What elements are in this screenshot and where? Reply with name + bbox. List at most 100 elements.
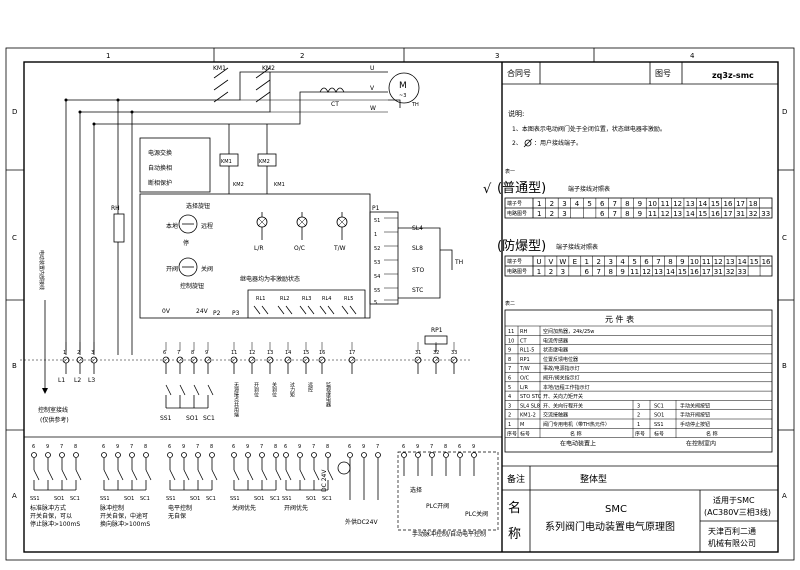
motor-cell: 31 xyxy=(714,268,723,276)
table1-label: 表一 xyxy=(505,168,515,175)
motor-cell: 31 xyxy=(736,210,745,218)
terminal-cell: 8 xyxy=(625,200,629,208)
btn-sc1: SC1 xyxy=(70,496,80,502)
select-label: 选择 xyxy=(410,486,422,494)
motor-cell: 12 xyxy=(661,210,670,218)
h-name-right: 名 称 xyxy=(706,430,718,437)
terminal-icon xyxy=(311,452,317,458)
motor-cell: 15 xyxy=(698,210,707,218)
applies-to-1: 适用于SMC xyxy=(713,495,755,505)
inner-frame xyxy=(23,61,779,553)
motor-3: ~3 xyxy=(399,93,406,99)
comp-no: 2 xyxy=(508,413,511,419)
terminal-icon xyxy=(325,452,331,458)
btn-so1: SO1 xyxy=(54,496,64,502)
sl4-label: SL4 xyxy=(412,225,423,232)
terminal-cell: 1 xyxy=(585,258,589,266)
terminal-cell: 17 xyxy=(736,200,745,208)
terminal-cell: 10 xyxy=(690,258,699,266)
comp-code: RH xyxy=(520,329,527,335)
p1-terminal: 51 xyxy=(374,218,380,224)
relay-output-labels: 无源接点共用端开到位关到位过力矩远控监视继电器 xyxy=(233,381,331,418)
contract-label: 合同号 xyxy=(507,68,531,78)
comp-name-right: 手动关阀按钮 xyxy=(680,402,710,409)
applies-to-2: (AC380V三相3线) xyxy=(704,507,771,517)
v0-label: 0V xyxy=(162,308,171,315)
km1-contacts xyxy=(213,67,229,103)
terminal-icon xyxy=(347,452,353,458)
motor-cell: 3 xyxy=(562,210,566,218)
comp-no-right: 2 xyxy=(637,413,640,419)
bottom-terminal-number: 7 xyxy=(430,444,433,450)
motor-cell: 3 xyxy=(561,268,565,276)
col-num-2: 2 xyxy=(300,52,304,60)
bottom-terminal-number: 9 xyxy=(416,444,419,450)
row-letter-b: B xyxy=(12,362,17,370)
motor-cell: 6 xyxy=(585,268,590,276)
bottom-terminal-number: 6 xyxy=(168,444,171,450)
motor-cell: 14 xyxy=(666,268,675,276)
btn-ss1: SS1 xyxy=(166,496,176,502)
comp-code: L/R xyxy=(520,385,528,391)
row-label-terminal: 端子号 xyxy=(507,200,522,207)
comp-no: 11 xyxy=(508,329,514,335)
ct-label: CT xyxy=(331,101,339,108)
terminal-cell: 14 xyxy=(738,258,747,266)
terminal-cell: E xyxy=(573,258,577,266)
terminal-cell: 8 xyxy=(668,258,672,266)
relay-output-label: 监视继电器 xyxy=(325,381,331,408)
l2-label: L2 xyxy=(74,377,81,384)
bottom-terminal-number: 6 xyxy=(284,444,287,450)
relay-label: RL4 xyxy=(322,296,331,302)
terminal-cell: 16 xyxy=(762,258,771,266)
control-knob-label: 控制旋钮 xyxy=(180,282,204,290)
company-en: SMC xyxy=(605,504,627,515)
terminal-icon xyxy=(73,452,79,458)
terminal-cell: 6 xyxy=(644,258,649,266)
row-label-motor: 电路图号 xyxy=(507,268,527,275)
comp-name: 位置反馈电位器 xyxy=(543,356,578,363)
lamp-oc-label: O/C xyxy=(294,245,305,252)
terminal-icon xyxy=(167,452,173,458)
remark-value: 整体型 xyxy=(580,473,607,485)
lamp-tw-label: T/W xyxy=(333,245,346,252)
note-2-text: ：用户接线端子。 xyxy=(534,139,582,147)
g1-label: 标准脉冲方式 xyxy=(30,504,66,512)
bottom-terminal-number: 6 xyxy=(348,444,351,450)
comp-name: 状态继电器 xyxy=(543,347,568,354)
motor-th: TH xyxy=(411,102,419,108)
row-letter-b-right: B xyxy=(782,362,787,370)
terminal-icon xyxy=(209,452,215,458)
plc-open-label: PLC开阀 xyxy=(426,502,449,510)
component-table-title: 元 件 表 xyxy=(605,314,634,324)
internal-wiring-label: 电动装置内部接线 xyxy=(38,250,45,290)
terminal-number: 32 xyxy=(433,350,439,356)
g5-label: 开阀优先 xyxy=(284,504,308,512)
outer-frame xyxy=(5,47,795,561)
bottom-terminal-number: 7 xyxy=(196,444,199,450)
manual-auto-label: 手动脉冲控制/自动电平控制 xyxy=(412,530,486,538)
coil-km1-label: KM1 xyxy=(221,159,232,165)
motor-cell: 2 xyxy=(549,268,553,276)
remark-label: 备注 xyxy=(507,473,525,485)
p1-terminal: 1 xyxy=(374,232,377,238)
remote-label: 远程 xyxy=(201,222,213,230)
relay-label: RL1 xyxy=(256,296,265,302)
comp-name: 阀开/阀关指示灯 xyxy=(543,375,580,382)
terminal-icon xyxy=(457,452,463,458)
stc-label: STC xyxy=(412,287,423,294)
bottom-terminal-number: 9 xyxy=(298,444,301,450)
motor-cell: 15 xyxy=(678,268,687,276)
g4-label: 关阀优先 xyxy=(232,504,256,512)
terminal-number: 9 xyxy=(205,350,208,356)
h-no-right: 序号 xyxy=(635,430,645,437)
terminal-number: 16 xyxy=(319,350,325,356)
motor-cell: 11 xyxy=(630,268,639,276)
v24-label: 24V xyxy=(196,308,209,315)
terminal-cell: 7 xyxy=(613,200,617,208)
h-name: 名 称 xyxy=(570,430,582,437)
